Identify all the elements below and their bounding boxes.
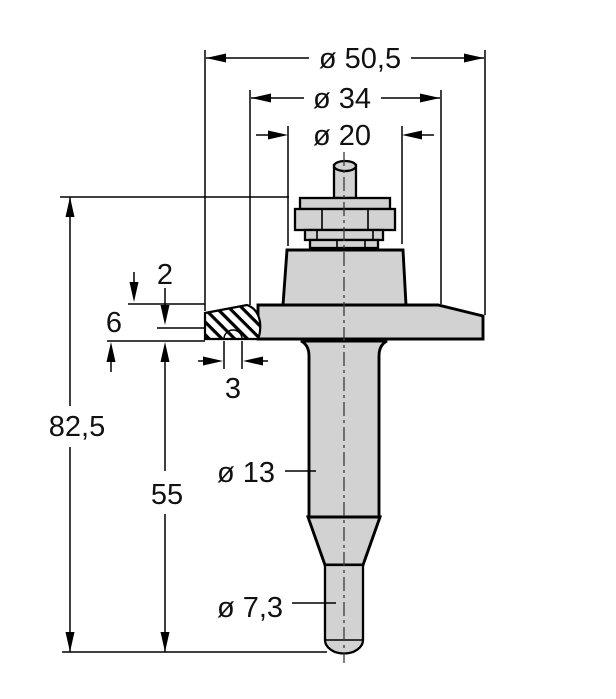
flange-shape	[256, 303, 485, 341]
dim-label-6: 6	[106, 307, 122, 339]
arrow-left-icon	[206, 53, 226, 63]
dim-20: ø 20	[256, 120, 434, 152]
connector-pin	[332, 159, 358, 200]
hex-nut	[293, 207, 397, 232]
dim-82-5: 82,5	[49, 197, 105, 652]
dim-34: ø 34	[251, 83, 440, 115]
dim-label-50-5: ø 50,5	[319, 43, 401, 75]
extension-lines	[60, 50, 486, 653]
arrow-down-icon	[65, 632, 75, 652]
dim-55: 55	[151, 342, 183, 652]
hex-nut-body	[293, 207, 397, 232]
dim-50-5: ø 50,5	[206, 43, 484, 75]
dim-label-82-5: 82,5	[49, 411, 105, 443]
dim-label-3: 3	[225, 373, 241, 405]
label-dia-7-3: ø 7,3	[217, 592, 336, 624]
dim-6: 6	[106, 272, 139, 372]
arrow-up-icon	[106, 342, 116, 362]
arrow-left-icon	[251, 93, 271, 103]
seal-cross-section	[203, 303, 262, 341]
arrow-down-icon	[160, 632, 170, 652]
dim-label-7-3: ø 7,3	[217, 592, 283, 624]
dim-2: 2	[157, 259, 173, 325]
arrow-left-icon	[402, 130, 422, 140]
arrow-up-icon	[160, 342, 170, 362]
dim-label-13: ø 13	[217, 457, 275, 489]
arrow-left-icon	[243, 356, 263, 366]
dim-label-55: 55	[151, 479, 183, 511]
label-dia-13: ø 13	[217, 457, 316, 489]
mounting-flange	[256, 303, 485, 341]
seal-notch	[223, 329, 243, 340]
dim-3: 3	[198, 356, 268, 405]
washer-top	[298, 196, 392, 211]
arrow-down-icon	[129, 282, 139, 302]
dim-label-20: ø 20	[313, 120, 371, 152]
arrow-up-icon	[65, 197, 75, 217]
seal-shape	[203, 303, 262, 341]
arrow-right-icon	[203, 356, 223, 366]
arrow-right-icon	[464, 53, 484, 63]
arrow-right-icon	[420, 93, 440, 103]
dim-label-2: 2	[157, 259, 173, 291]
arrow-down-icon	[160, 305, 170, 325]
dim-label-34: ø 34	[313, 83, 371, 115]
arrow-right-icon	[268, 130, 288, 140]
pin-top	[332, 159, 358, 173]
